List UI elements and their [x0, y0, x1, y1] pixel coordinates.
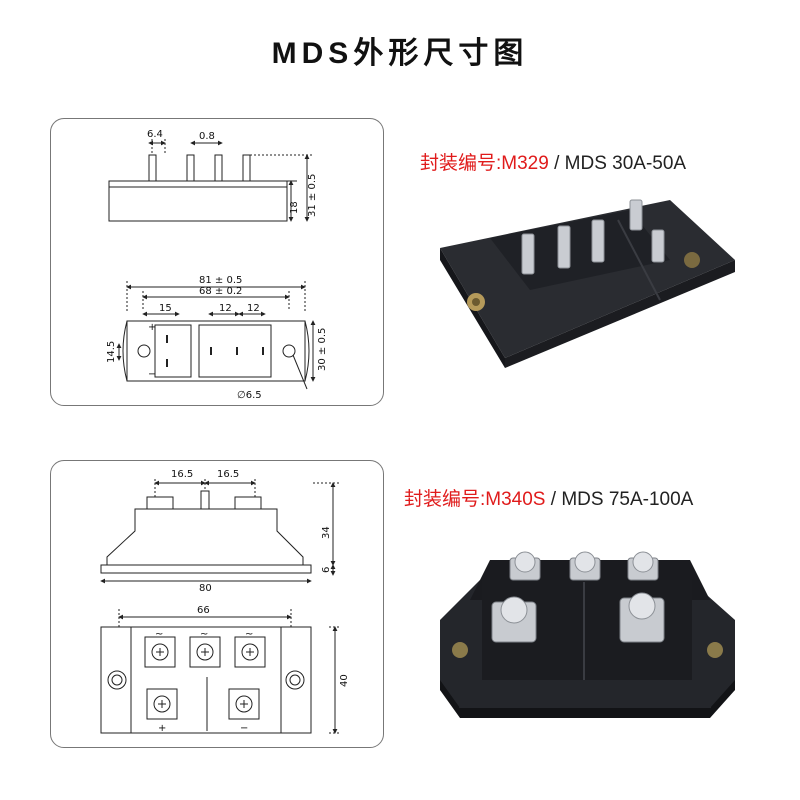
ac-mark: ~: [245, 629, 253, 640]
minus-mark: −: [148, 369, 156, 380]
module-photo-m329: [440, 199, 735, 368]
dim-label: 6: [321, 567, 332, 573]
dim-label: 15: [159, 303, 172, 314]
plus-mark: +: [148, 322, 156, 333]
side-view: [108, 139, 313, 222]
package-code-label: 封装编号:: [404, 489, 486, 510]
dim-label: 68 ± 0.2: [199, 286, 242, 297]
package-code: M340S: [485, 489, 546, 510]
dim-label: ∅6.5: [237, 390, 262, 401]
dim-label: 34: [321, 526, 332, 539]
page-title: MDS外形尺寸图: [271, 37, 529, 70]
dim-label: 66: [197, 605, 210, 616]
dim-label: 80: [199, 583, 212, 594]
dim-label: 18: [289, 201, 300, 214]
dim-label: 31 ± 0.5: [307, 174, 318, 217]
dim-label: 14.5: [106, 341, 117, 363]
side-view: [100, 479, 339, 584]
dim-label: 40: [339, 674, 350, 687]
ac-mark: ~: [155, 629, 163, 640]
technical-drawing-m329: 6.4 0.8 18 31 ± 0.5: [106, 129, 328, 401]
dim-label: 12: [247, 303, 260, 314]
package-model: MDS 75A-100A: [561, 489, 694, 510]
package-code-label: 封装编号:: [420, 153, 502, 174]
drawing-panel-m340s: 16.5 16.5 34 6 80: [50, 460, 384, 748]
separator: /: [545, 489, 562, 510]
package-spec-m329: 封装编号:M329 / MDS 30A-50A: [420, 148, 686, 175]
dim-label: 6.4: [147, 129, 163, 140]
dim-label: 30 ± 0.5: [317, 328, 328, 371]
package-model: MDS 30A-50A: [564, 153, 687, 174]
drawing-panel-m329: 6.4 0.8 18 31 ± 0.5: [50, 118, 384, 406]
separator: /: [548, 153, 565, 174]
dim-label: 16.5: [171, 469, 193, 480]
dim-label: 0.8: [199, 131, 215, 142]
dim-label: 16.5: [217, 469, 239, 480]
minus-mark: −: [240, 723, 248, 734]
ac-mark: ~: [200, 629, 208, 640]
dim-label: 12: [219, 303, 232, 314]
top-view: [116, 281, 316, 390]
package-spec-m340s: 封装编号:M340S / MDS 75A-100A: [404, 484, 693, 511]
top-view: [100, 609, 341, 734]
package-code: M329: [501, 153, 549, 174]
technical-drawing-m340s: 16.5 16.5 34 6 80: [100, 469, 350, 734]
module-photo-m340s: [440, 551, 735, 718]
plus-mark: +: [158, 723, 166, 734]
dim-label: 81 ± 0.5: [199, 275, 242, 286]
